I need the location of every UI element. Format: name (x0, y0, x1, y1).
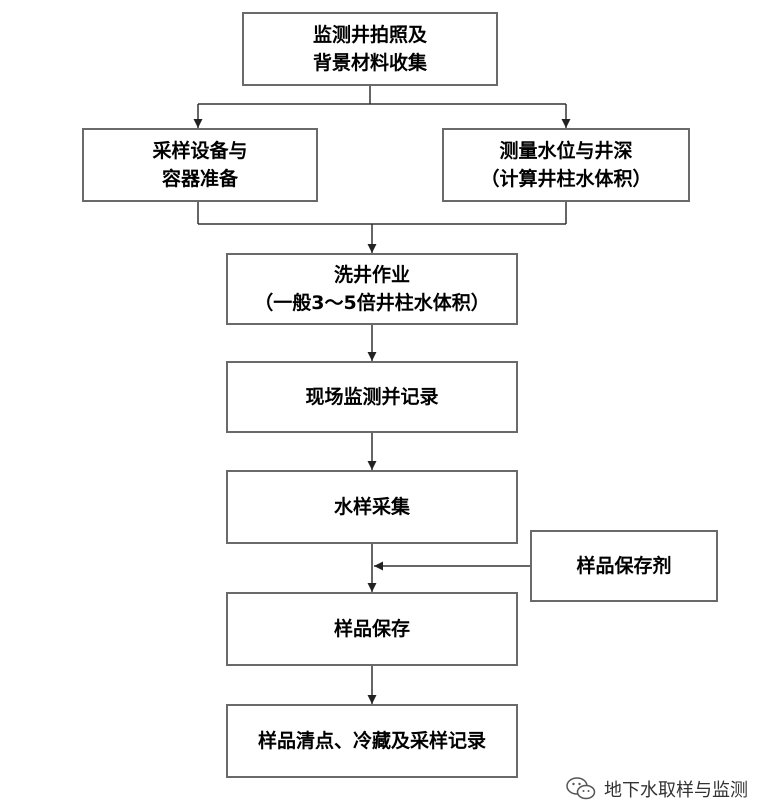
box-measure-water-level: 测量水位与井深 （计算井柱水体积） (442, 128, 690, 202)
watermark-text: 地下水取样与监测 (604, 780, 748, 801)
box-storage-line1: 样品保存 (333, 618, 410, 640)
box-field-monitoring: 现场监测并记录 (226, 361, 518, 433)
box-well-purging: 洗井作业 （一般3～5倍井柱水体积） (226, 253, 518, 325)
box-field-line1: 现场监测并记录 (305, 386, 439, 408)
box-equipment-line2: 容器准备 (161, 168, 238, 190)
box-sampling-line1: 水样采集 (333, 496, 410, 518)
box-water-sampling: 水样采集 (226, 470, 518, 544)
box-measure-line1: 测量水位与井深 (499, 140, 633, 162)
box-equipment-prep: 采样设备与 容器准备 (82, 128, 318, 202)
box-photo-background: 监测井拍照及 背景材料收集 (242, 12, 498, 86)
wechat-icon (566, 777, 596, 800)
box-inventory-line1: 样品清点、冷藏及采样记录 (257, 730, 486, 752)
box-sample-storage: 样品保存 (226, 592, 518, 666)
box-measure-line2: （计算井柱水体积） (480, 168, 652, 190)
box-equipment-line1: 采样设备与 (152, 140, 248, 162)
box-preservative-line1: 样品保存剂 (576, 555, 672, 577)
box-photo-line2: 背景材料收集 (312, 52, 427, 74)
box-purge-line2: （一般3～5倍井柱水体积） (254, 292, 490, 314)
watermark: 地下水取样与监测 (566, 776, 748, 802)
box-sample-inventory: 样品清点、冷藏及采样记录 (226, 704, 518, 778)
box-photo-line1: 监测井拍照及 (312, 24, 427, 46)
box-purge-line1: 洗井作业 (333, 264, 410, 286)
box-preservative: 样品保存剂 (530, 530, 718, 602)
